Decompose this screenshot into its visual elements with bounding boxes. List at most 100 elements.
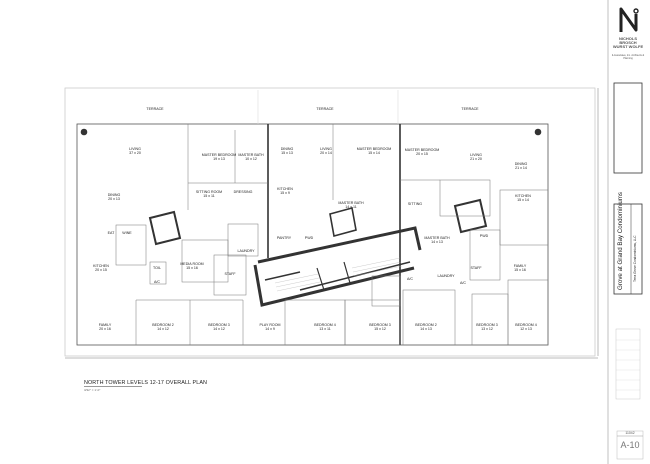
- room-name: DRESSING: [233, 190, 253, 194]
- firm-logo: [619, 7, 639, 32]
- room-size: 15 x 9: [280, 191, 290, 196]
- room-name: FAMILY: [98, 323, 112, 327]
- project-name-frame: [613, 203, 643, 295]
- room-name: KITCHEN: [277, 187, 293, 191]
- title-block-frame: [613, 82, 643, 174]
- sheet-number: A-10: [620, 440, 640, 450]
- room-size: 15 x 16: [186, 266, 198, 271]
- room-size: 20 x 15: [95, 268, 107, 273]
- room-name: DINING: [107, 193, 121, 197]
- room-name: MASTER BEDROOM: [201, 153, 237, 157]
- client-name: Terra Grove Condominiums, LLC: [633, 235, 637, 282]
- room-name: PWD: [304, 236, 314, 240]
- room-name: PLAY ROOM: [259, 323, 281, 327]
- elevator-core: [253, 226, 422, 307]
- room-label: TERRACE: [461, 107, 478, 111]
- room-size: 14 x 13: [431, 240, 443, 245]
- room-name: LIVING: [129, 147, 141, 151]
- room-size: 13 x 11: [319, 327, 331, 332]
- room-name: LIVING: [470, 153, 482, 157]
- room-label: PANTRY: [277, 236, 291, 240]
- room-size: 10 x 12: [245, 157, 257, 162]
- room-size: 19 x 13: [213, 157, 225, 162]
- room-label: PWD: [480, 234, 488, 238]
- room-size: 21 x 14: [515, 166, 527, 171]
- room-name: BEDROOM 3: [208, 323, 230, 327]
- room-name: TERRACE: [461, 107, 479, 111]
- room-size: 15 x 12: [374, 327, 386, 332]
- room-size: 15 x 14: [368, 151, 380, 156]
- room-name: MASTER BATH: [238, 153, 264, 157]
- terrace-outline: [64, 87, 596, 357]
- bathtub: [453, 198, 488, 234]
- room-name: KITCHEN: [515, 194, 531, 198]
- room-label: WINE: [122, 231, 131, 235]
- project-number: 11042: [625, 431, 635, 435]
- room-name: LAUNDRY: [237, 249, 255, 253]
- room-label: TOIL: [153, 266, 161, 270]
- room-name: TERRACE: [316, 107, 334, 111]
- room-name: LAUNDRY: [437, 274, 455, 278]
- room-name: BEDROOM 4: [515, 323, 537, 327]
- sheet-number-box: [616, 430, 644, 460]
- room-name: SITTING: [407, 202, 423, 206]
- room-size: 12 x 13: [520, 327, 532, 332]
- room-name: BEDROOM 2: [415, 323, 437, 327]
- stairs: [274, 257, 403, 292]
- room-name: MASTER BATH: [424, 236, 450, 240]
- room-name: MASTER BATH: [338, 201, 364, 205]
- room-name: PANTRY: [276, 236, 292, 240]
- room-size: 15 x 14: [517, 198, 529, 203]
- room-name: MASTER BEDROOM: [356, 147, 392, 151]
- room-name: LIVING: [320, 147, 332, 151]
- room-label: SITTING: [408, 202, 422, 206]
- room-size: 13 x 12: [481, 327, 493, 332]
- room-name: DINING: [280, 147, 294, 151]
- room-label: LAUNDRY: [437, 274, 454, 278]
- room-name: BEDROOM 4: [314, 323, 336, 327]
- bathtub: [148, 210, 182, 246]
- room-name: A/C: [154, 280, 160, 284]
- room-name: A/C: [407, 277, 413, 281]
- room-name: A/C: [460, 281, 466, 285]
- room-name: MASTER BEDROOM: [404, 148, 440, 152]
- room-name: DINING: [514, 162, 528, 166]
- room-name: BEDROOM 2: [152, 323, 174, 327]
- room-name: MEDIA ROOM: [180, 262, 204, 266]
- room-size: 14 x 12: [157, 327, 169, 332]
- column: [534, 128, 542, 136]
- revision-table: [615, 328, 641, 400]
- room-size: 15 x 16: [514, 268, 526, 273]
- room-size: 15 x 13: [281, 151, 293, 156]
- room-size: 20 x 15: [416, 152, 428, 157]
- room-name: STAFF: [224, 272, 236, 276]
- room-size: 14 x 12: [213, 327, 225, 332]
- room-size: 14 x 13: [420, 327, 432, 332]
- room-size: 37 x 20: [129, 151, 141, 156]
- room-label: EAT: [108, 231, 115, 235]
- room-name: TERRACE: [146, 107, 164, 111]
- bathtub: [329, 206, 357, 238]
